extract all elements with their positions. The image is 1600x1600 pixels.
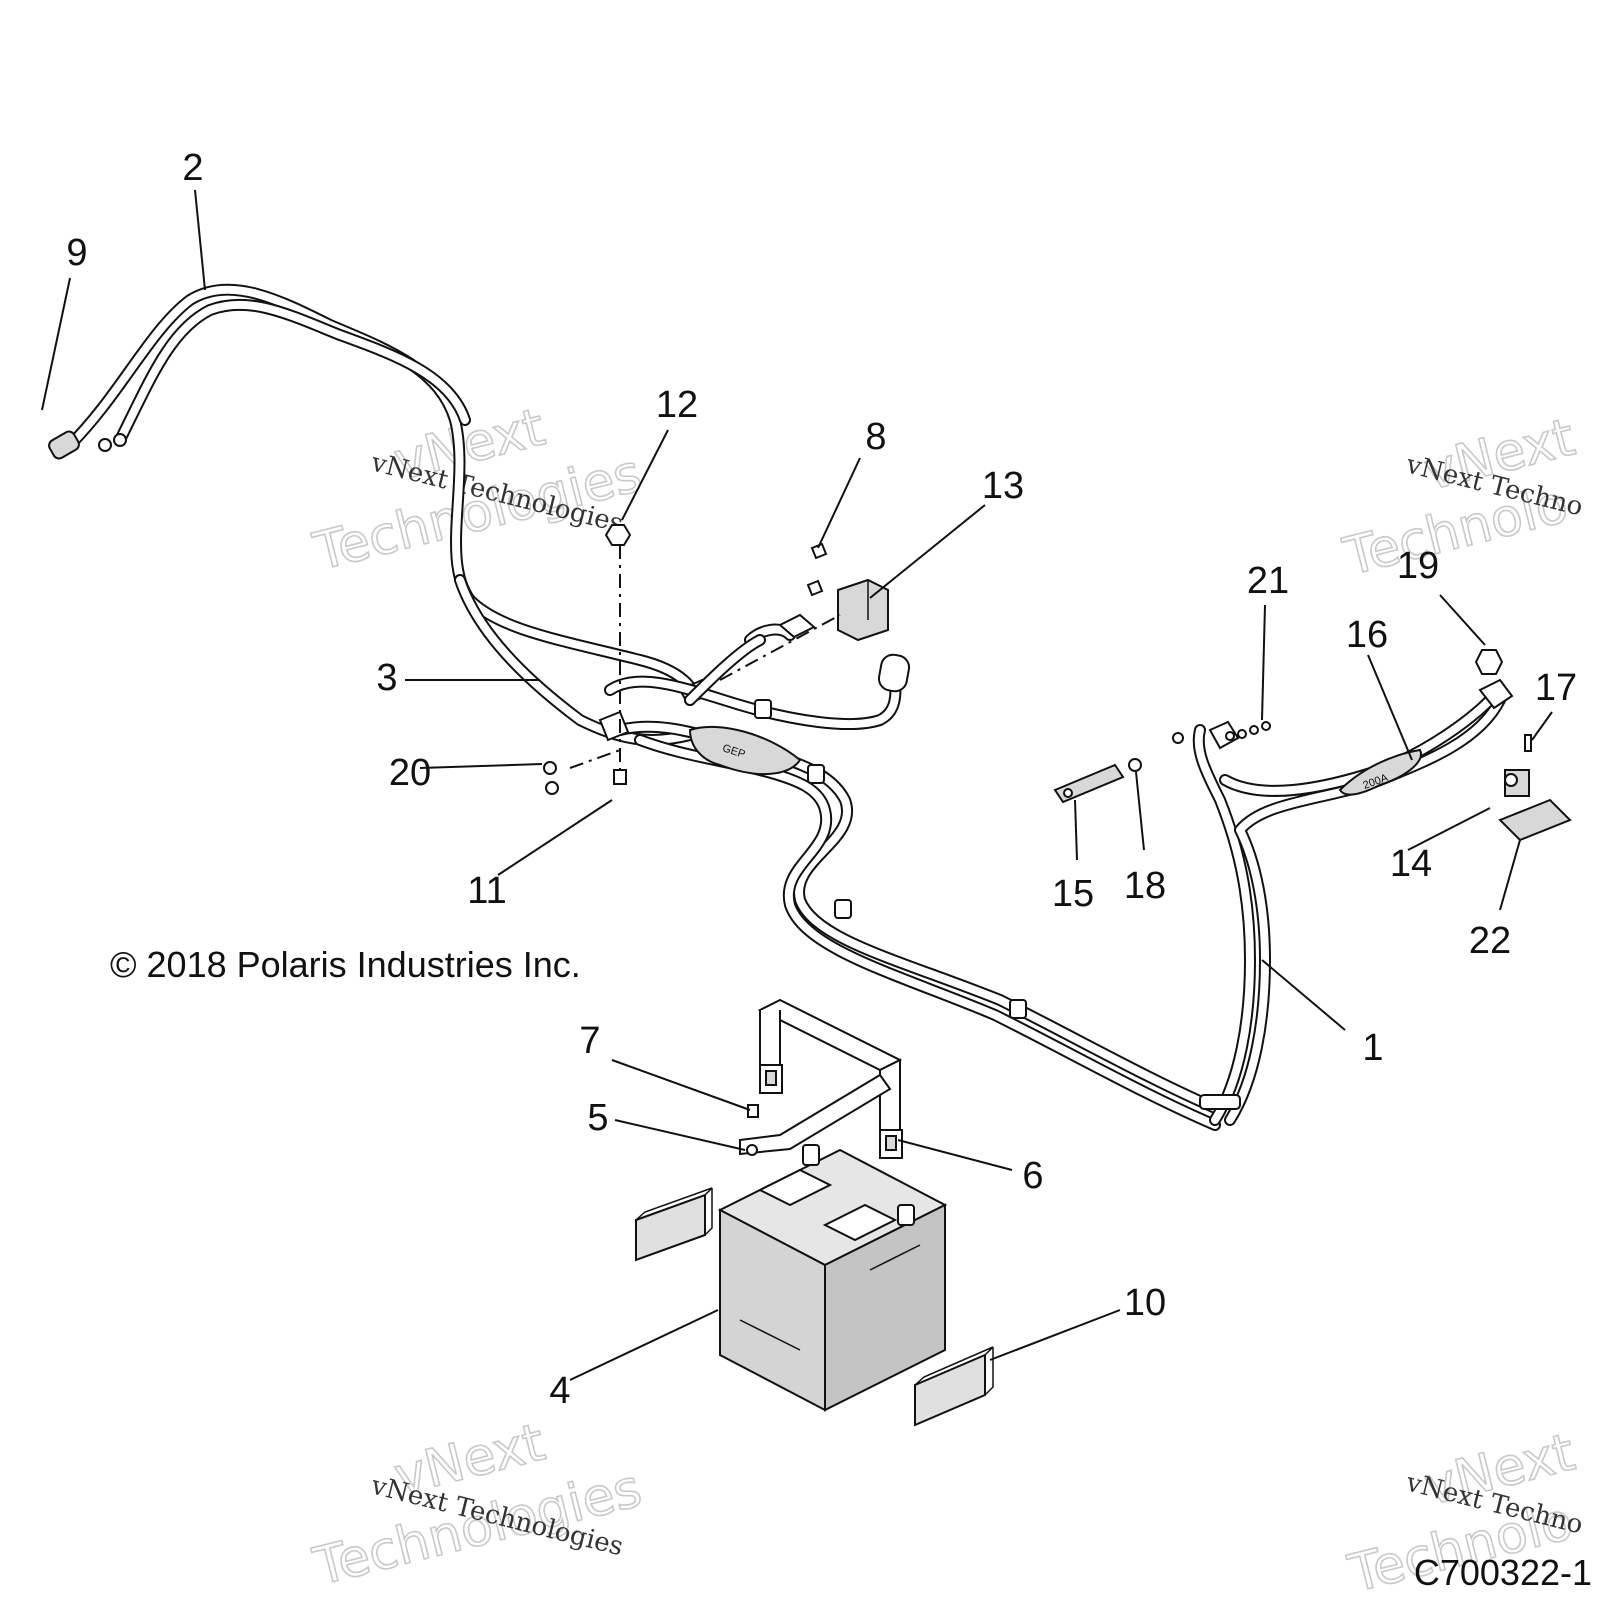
callout-16: 16	[1346, 614, 1388, 656]
callout-11: 11	[467, 870, 506, 912]
callout-2: 2	[182, 147, 203, 189]
callout-20: 20	[389, 752, 431, 794]
copyright-notice: © 2018 Polaris Industries Inc.	[110, 944, 581, 985]
battery	[717, 1144, 948, 1412]
cable-assembly-2	[48, 283, 712, 706]
watermark-top-left: vNext Technologies vNext Technologies	[307, 397, 648, 584]
callout-8: 8	[865, 416, 886, 458]
callout-15: 15	[1052, 873, 1094, 915]
callout-18: 18	[1124, 865, 1166, 907]
battery-hold-down	[739, 998, 903, 1159]
callout-10: 10	[1124, 1282, 1166, 1324]
drawing-code: C700322-1	[1414, 1552, 1592, 1593]
callout-19: 19	[1397, 545, 1439, 587]
leader-lines	[41, 189, 1553, 1381]
callout-4: 4	[549, 1370, 570, 1412]
callout-3: 3	[376, 657, 397, 699]
callout-17: 17	[1535, 667, 1577, 709]
battery-pads	[635, 1187, 994, 1427]
callout-21: 21	[1247, 560, 1289, 602]
hardware	[543, 524, 1572, 842]
callout-22: 22	[1469, 920, 1511, 962]
callout-5: 5	[587, 1097, 608, 1139]
callout-1: 1	[1362, 1027, 1383, 1069]
callout-7: 7	[579, 1020, 600, 1062]
callout-9: 9	[66, 232, 87, 274]
callout-6: 6	[1022, 1155, 1043, 1197]
callout-14: 14	[1390, 843, 1432, 885]
callout-13: 13	[982, 465, 1024, 507]
callout-12: 12	[656, 384, 698, 426]
watermark-bottom-left: vNext Technologies vNext Technologies	[307, 1412, 648, 1599]
cable-assembly-1: 200A	[1192, 678, 1514, 1126]
callouts: 1 2 3 4 5 6 7 8 9 10 11 12 13 14 15 16 1…	[66, 147, 1577, 1412]
watermark-top-right: vNext Technolo vNext Techno	[1337, 407, 1586, 589]
